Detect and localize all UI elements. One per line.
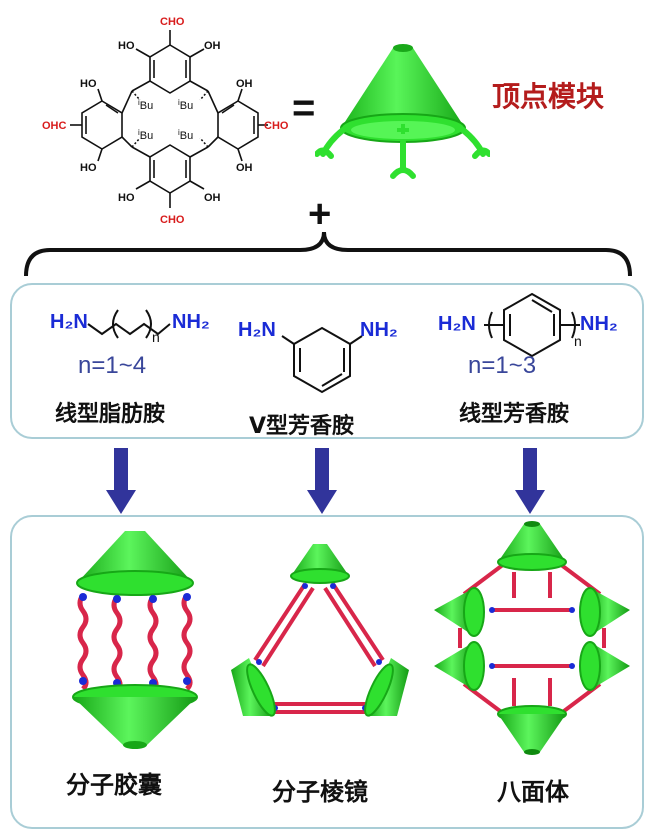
plus-sign: + bbox=[308, 192, 332, 236]
linkers-panel bbox=[10, 283, 644, 439]
arrow-down-icon bbox=[307, 448, 337, 514]
linear-aromatic-amine-structure: H₂N NH₂ n bbox=[438, 292, 618, 358]
bu-label: Bu bbox=[140, 130, 153, 142]
caption-v-aromatic-amine: V型芳香胺 bbox=[249, 414, 355, 439]
repeat-subscript: n bbox=[574, 333, 582, 349]
cho-right: CHO bbox=[264, 120, 289, 132]
calixarene-structure: CHO HO OH HO OH OHC CHO HO OH HO OH CHO … bbox=[42, 16, 289, 226]
vertex-cone-model bbox=[315, 44, 490, 179]
vertex-module-label: 顶点模块 bbox=[492, 80, 605, 113]
caption-linear-aliphatic-amine: 线型脂肪胺 bbox=[55, 402, 166, 427]
amine-right-label: NH₂ bbox=[360, 319, 398, 341]
arrow-down-icon bbox=[515, 448, 545, 514]
bu-label: Bu bbox=[180, 130, 193, 142]
cho-bottom: CHO bbox=[160, 214, 185, 226]
ho-label: HO bbox=[80, 78, 97, 90]
ho-label: HO bbox=[118, 192, 135, 204]
v-aromatic-amine-structure: H₂N NH₂ bbox=[238, 319, 398, 394]
oh-label: OH bbox=[204, 192, 221, 204]
amine-left-label: H₂N bbox=[50, 311, 88, 333]
curly-brace bbox=[24, 231, 632, 277]
caption-molecular-prism: 分子棱镜 bbox=[272, 778, 368, 806]
caption-octahedron: 八面体 bbox=[497, 778, 569, 806]
oh-label: OH bbox=[204, 40, 221, 52]
cho-left: OHC bbox=[42, 120, 67, 132]
svg-text:iBu: iBu bbox=[138, 98, 153, 112]
amine-right-label: NH₂ bbox=[172, 311, 210, 333]
oh-label: OH bbox=[236, 162, 253, 174]
svg-text:iBu: iBu bbox=[178, 128, 193, 142]
amine-right-label: NH₂ bbox=[580, 313, 618, 335]
repeat-subscript: n bbox=[152, 329, 160, 344]
aliphatic-amine-structure: H₂N NH₂ n bbox=[50, 309, 210, 344]
bu-prefix: i bbox=[178, 128, 180, 137]
molecular-capsule-model bbox=[72, 531, 198, 749]
svg-text:iBu: iBu bbox=[178, 98, 193, 112]
caption-molecular-capsule: 分子胶囊 bbox=[66, 771, 162, 799]
caption-linear-aromatic-amine: 线型芳香胺 bbox=[459, 402, 570, 427]
bu-prefix: i bbox=[138, 128, 140, 137]
equals-sign: = bbox=[292, 86, 316, 130]
oh-label: OH bbox=[236, 78, 253, 90]
octahedron-model bbox=[434, 521, 630, 755]
ho-label: HO bbox=[80, 162, 97, 174]
amine-left-label: H₂N bbox=[438, 313, 476, 335]
molecular-prism-model bbox=[231, 544, 409, 717]
bu-prefix: i bbox=[138, 98, 140, 107]
bu-label: Bu bbox=[180, 100, 193, 112]
bu-prefix: i bbox=[178, 98, 180, 107]
amine-left-label: H₂N bbox=[238, 319, 276, 341]
ho-label: HO bbox=[118, 40, 135, 52]
bu-label: Bu bbox=[140, 100, 153, 112]
svg-text:iBu: iBu bbox=[138, 128, 153, 142]
n-range-aromatic: n=1~3 bbox=[468, 352, 537, 379]
down-arrows bbox=[106, 448, 545, 514]
arrow-down-icon bbox=[106, 448, 136, 514]
n-range-aliphatic: n=1~4 bbox=[78, 352, 147, 379]
cho-top: CHO bbox=[160, 16, 185, 28]
